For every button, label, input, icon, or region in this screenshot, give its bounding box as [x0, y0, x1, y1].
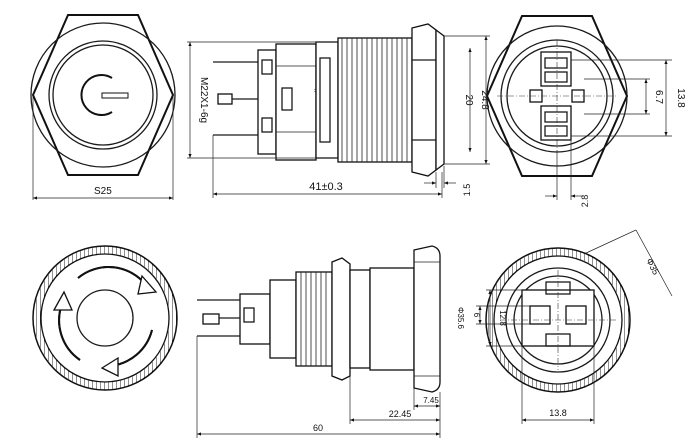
dim-back-12-8: 12.8 — [498, 310, 507, 326]
dim-length-22-45: 22.45 — [389, 409, 412, 419]
front-view-top: S25 — [30, 14, 176, 200]
power-symbol-icon — [80, 74, 129, 116]
dim-back-diam: Φ35 — [644, 257, 661, 277]
dim-length-7-45: 7.45 — [423, 396, 439, 405]
dim-total-length: 60 — [313, 423, 323, 433]
dim-thread: M22X1-6g — [198, 77, 209, 123]
back-view-bottom: Φ35 13.8 6 12.8 — [472, 229, 673, 424]
dim-back-13-8-bottom: 13.8 — [549, 408, 567, 418]
dim-body-length: 41±0.3 — [309, 181, 343, 193]
dim-hex-width: S25 — [94, 186, 112, 197]
side-view-bottom: 60 22.45 7.45 Φ35.6 — [196, 245, 465, 438]
dim-diam-20: 20 — [463, 94, 474, 106]
side-view-top: ± M22X1-6g 41±0.3 — [187, 23, 490, 198]
dim-diam-24-8: 24.8 — [479, 90, 490, 110]
dim-head-diam: Φ35.6 — [456, 307, 465, 330]
dim-flange-thk: 1.5 — [462, 184, 472, 197]
front-view-bottom — [32, 245, 178, 391]
dim-back-6: 6 — [472, 313, 481, 318]
dim-back-13-8: 13.8 — [675, 88, 686, 108]
back-view-top: 13.8 6.7 2.8 — [485, 15, 686, 208]
dim-back-2-8: 2.8 — [580, 195, 590, 208]
dim-back-6-7: 6.7 — [653, 90, 664, 104]
rotate-arrows-icon — [52, 266, 158, 378]
